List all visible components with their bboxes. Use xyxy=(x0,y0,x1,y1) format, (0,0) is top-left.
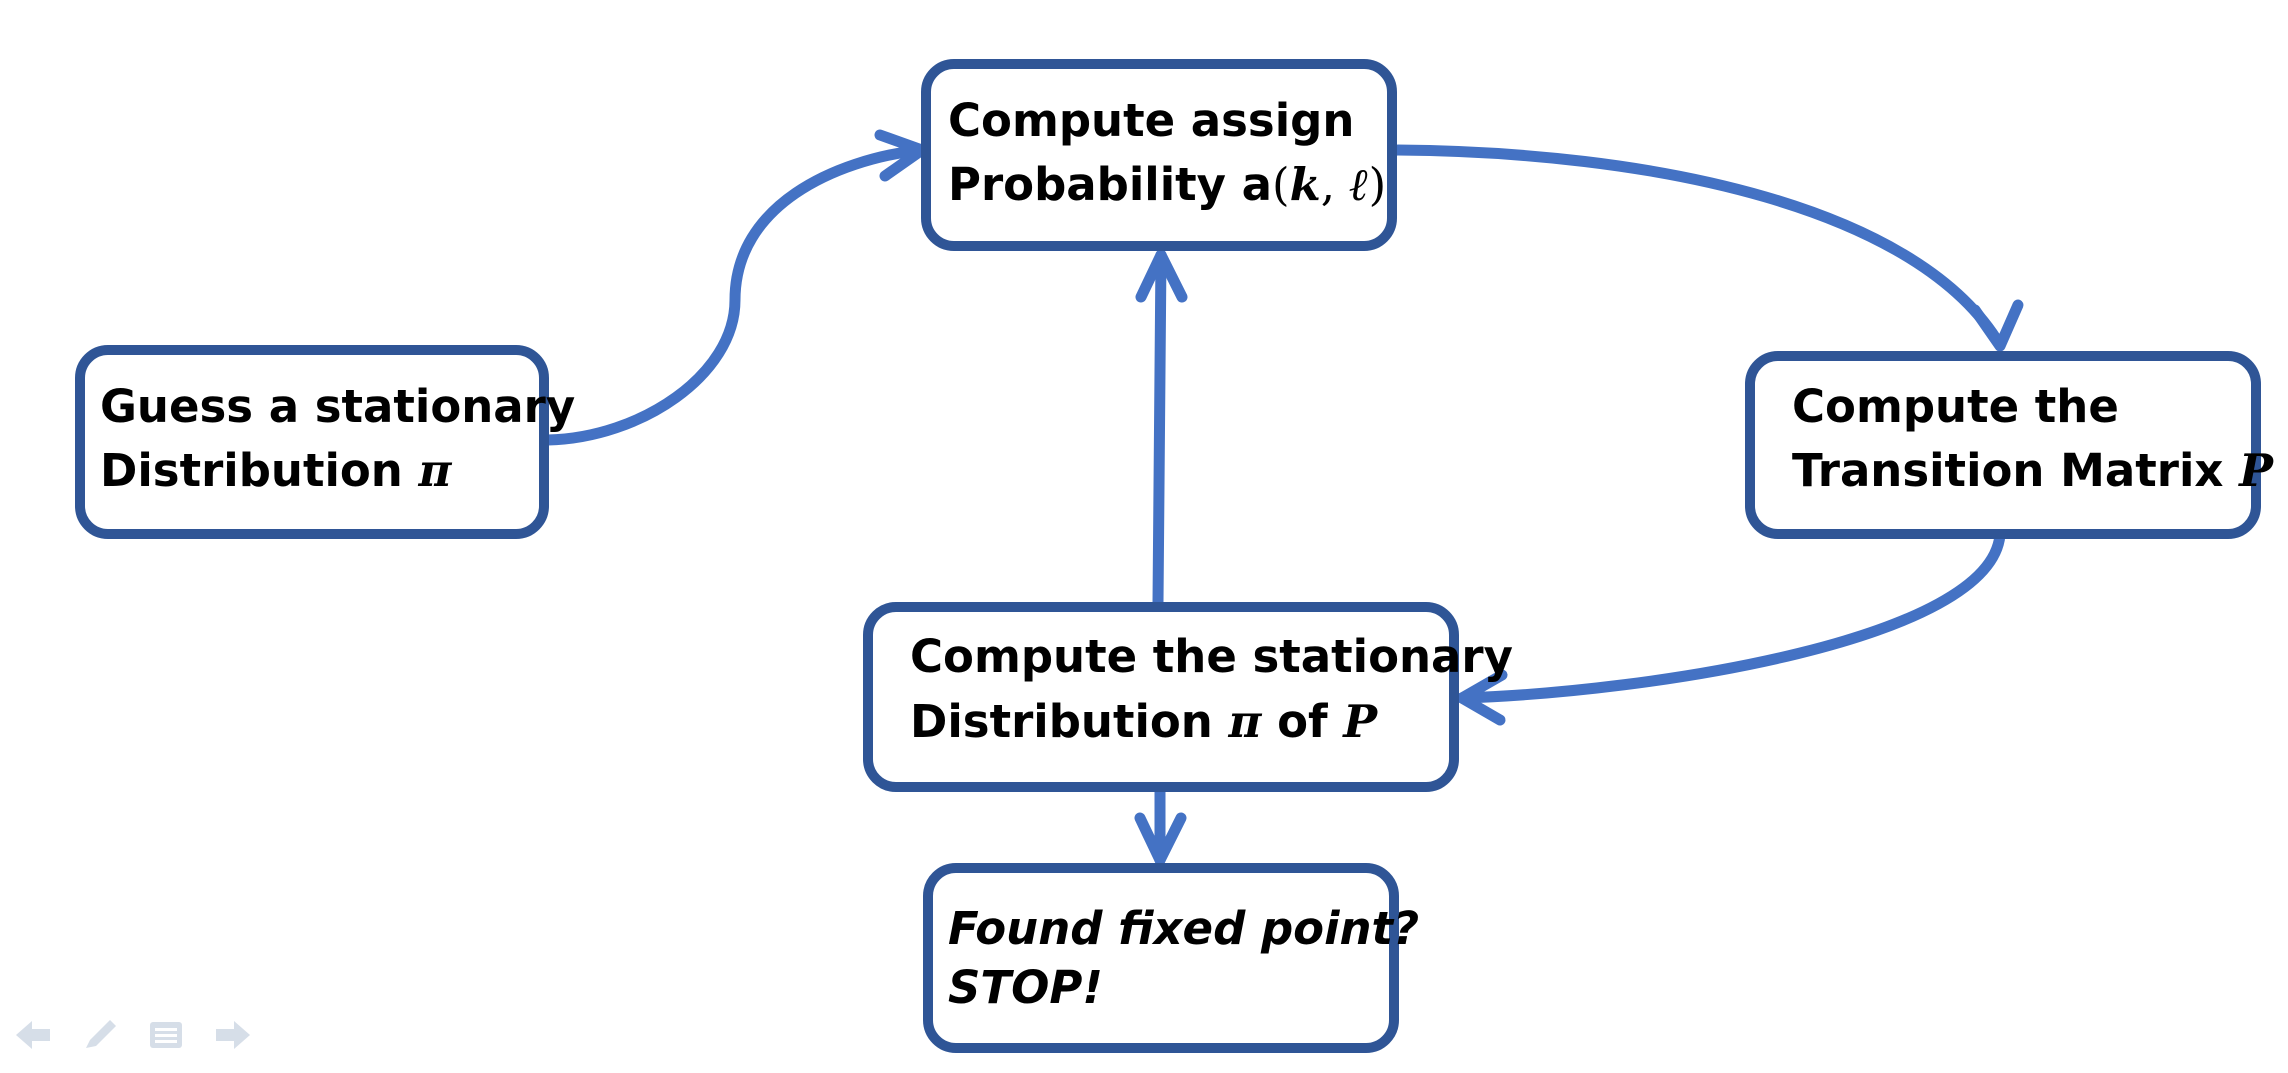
svg-text:Distribution π: Distribution π xyxy=(100,444,453,497)
slide-menu-icon xyxy=(150,1022,182,1048)
node-guess-box xyxy=(75,345,549,539)
transition-line1: Compute the xyxy=(1792,380,2119,433)
arrow-stationary-to-assign xyxy=(1152,249,1167,608)
svg-text:Compute assign: Compute assign xyxy=(948,94,1354,147)
node-fixed-point: Found fixed point? STOP! xyxy=(923,863,1419,1053)
node-stationary: Compute the stationary Distribution π of… xyxy=(863,602,1513,792)
arrow-guess-to-assign xyxy=(542,144,926,446)
svg-text:Distribution π of P: Distribution π of P xyxy=(910,695,1378,748)
svg-text:Found fixed point?: Found fixed point? xyxy=(948,902,1419,955)
arrow-transition-to-stationary xyxy=(1456,529,2006,704)
node-transition: Compute the Transition Matrix P xyxy=(1745,351,2274,539)
arrowhead-stationary-to-fixed xyxy=(1134,812,1187,866)
pen-icon xyxy=(86,1020,116,1048)
guess-line1: Guess a stationary xyxy=(100,380,575,433)
svg-text:Guess a stationary: Guess a stationary xyxy=(100,380,575,433)
svg-text:STOP!: STOP! xyxy=(948,961,1103,1014)
pen-button[interactable] xyxy=(78,1015,122,1055)
math-comma: , xyxy=(1321,158,1350,211)
node-fixed-point-box xyxy=(923,863,1399,1053)
arrowhead-assign-to-transition xyxy=(1969,299,2024,352)
next-slide-icon xyxy=(216,1021,250,1049)
svg-text:Transition Matrix P: Transition Matrix P xyxy=(1792,444,2274,497)
node-stationary-box xyxy=(863,602,1459,792)
compute-assign-line2: Probability a xyxy=(948,158,1272,211)
stationary-line1: Compute the stationary xyxy=(910,630,1513,683)
math-p: P xyxy=(1341,695,1378,748)
node-compute-assign: Compute assign Probability a(k, ℓ) xyxy=(921,59,1397,251)
stationary-of: of xyxy=(1261,695,1343,748)
slide-menu-button[interactable] xyxy=(144,1015,188,1055)
fixed-point-line1: Found fixed point? xyxy=(948,902,1419,955)
arrowhead-transition-to-stationary xyxy=(1456,669,1508,726)
svg-text:Compute the stationary: Compute the stationary xyxy=(910,630,1513,683)
math-pi: π xyxy=(418,444,453,497)
stationary-line2: Distribution xyxy=(910,695,1229,748)
arrowhead-stationary-to-assign xyxy=(1135,249,1188,303)
arrow-assign-to-transition xyxy=(1376,144,2006,351)
compute-assign-line1: Compute assign xyxy=(948,94,1354,147)
node-compute-assign-box xyxy=(921,59,1397,251)
svg-text:Compute the: Compute the xyxy=(1792,380,2119,433)
node-transition-box xyxy=(1745,351,2261,539)
math-ell: ℓ xyxy=(1349,158,1368,211)
svg-text:Probability a(k, ℓ): Probability a(k, ℓ) xyxy=(948,158,1386,211)
math-pi: π xyxy=(1228,695,1263,748)
fixed-point-line2: STOP! xyxy=(948,961,1103,1014)
math-k: k xyxy=(1290,158,1321,211)
next-slide-button[interactable] xyxy=(210,1015,254,1055)
arrows xyxy=(542,129,2024,866)
math-close-paren: ) xyxy=(1369,158,1387,211)
slideshow-nav xyxy=(12,1015,254,1055)
node-guess: Guess a stationary Distribution π xyxy=(75,345,575,539)
transition-line2: Transition Matrix xyxy=(1792,444,2239,497)
math-open-paren: ( xyxy=(1272,158,1290,211)
previous-slide-button[interactable] xyxy=(12,1015,56,1055)
previous-slide-icon xyxy=(16,1021,50,1049)
math-p: P xyxy=(2237,444,2274,497)
guess-line2: Distribution xyxy=(100,444,419,497)
